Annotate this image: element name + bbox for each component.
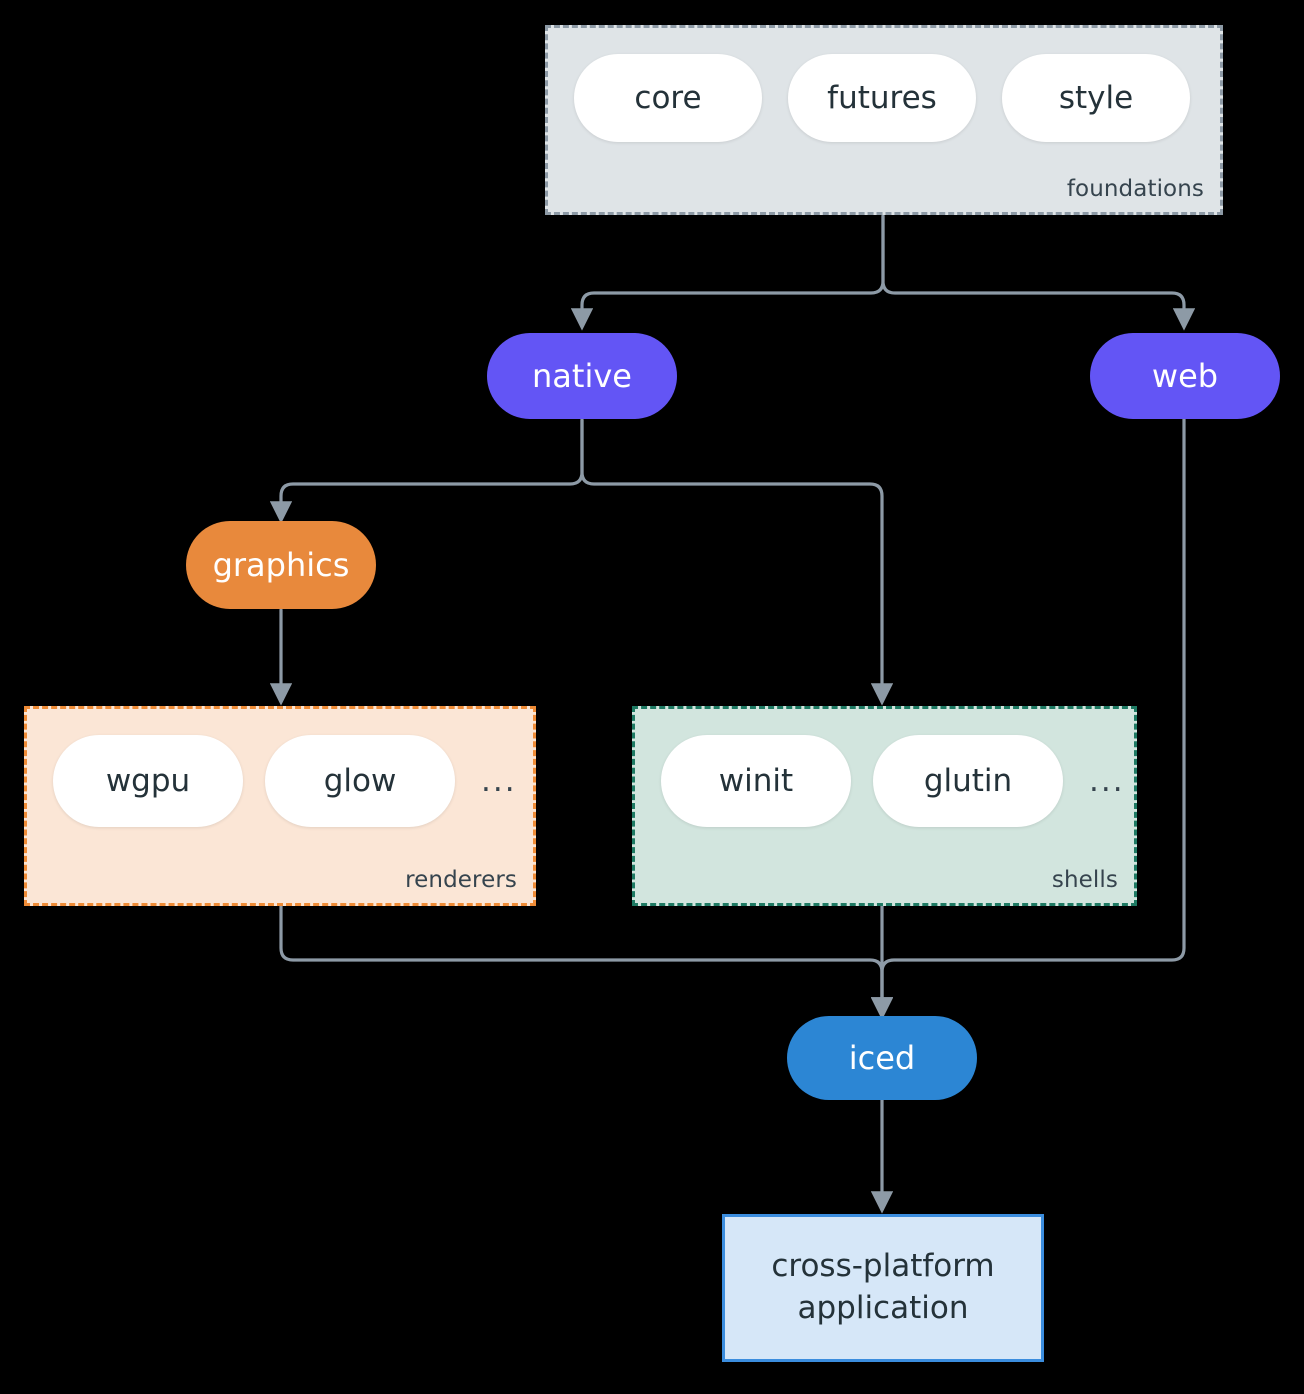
pill-glutin-label: glutin — [923, 763, 1013, 799]
node-native[interactable]: native — [487, 333, 677, 419]
group-foundations-label: foundations — [1066, 176, 1204, 202]
pill-wgpu-label: wgpu — [105, 763, 191, 799]
terminal-cross-platform-application[interactable]: cross-platform application — [722, 1214, 1044, 1362]
group-foundations: core futures style foundations — [545, 25, 1223, 215]
node-graphics-label: graphics — [212, 546, 350, 584]
node-web[interactable]: web — [1090, 333, 1280, 419]
pill-winit-label: winit — [718, 763, 794, 799]
edge-native-graphics — [269, 418, 584, 524]
group-renderers: wgpu glow ... renderers — [24, 706, 536, 906]
node-web-label: web — [1151, 357, 1219, 395]
terminal-line-1: cross-platform — [771, 1248, 995, 1285]
terminal-text: cross-platform application — [771, 1246, 994, 1330]
renderers-ellipsis: ... — [481, 763, 517, 799]
pill-core-label: core — [634, 80, 702, 116]
pill-style[interactable]: style — [1002, 54, 1190, 142]
edge-native-shells — [580, 418, 894, 706]
edge-foundations-web — [881, 214, 1196, 331]
group-renderers-label: renderers — [405, 867, 517, 893]
edge-web-iced — [870, 417, 1186, 1020]
node-iced[interactable]: iced — [787, 1016, 977, 1100]
group-renderers-items: wgpu glow ... — [27, 709, 533, 827]
node-graphics[interactable]: graphics — [186, 521, 376, 609]
pill-glutin[interactable]: glutin — [873, 735, 1063, 827]
pill-futures[interactable]: futures — [788, 54, 976, 142]
group-shells-label: shells — [1051, 867, 1118, 893]
pill-core[interactable]: core — [574, 54, 762, 142]
group-shells-items: winit glutin ... — [635, 709, 1134, 827]
pill-futures-label: futures — [827, 80, 937, 116]
pill-glow-label: glow — [323, 763, 397, 799]
group-foundations-items: core futures style — [548, 28, 1220, 142]
pill-style-label: style — [1058, 80, 1134, 116]
node-native-label: native — [532, 357, 632, 395]
node-iced-label: iced — [848, 1039, 916, 1077]
pill-glow[interactable]: glow — [265, 735, 455, 827]
group-shells: winit glutin ... shells — [632, 706, 1137, 906]
pill-winit[interactable]: winit — [661, 735, 851, 827]
terminal-line-2: application — [797, 1290, 969, 1326]
shells-ellipsis: ... — [1089, 763, 1125, 799]
pill-wgpu[interactable]: wgpu — [53, 735, 243, 827]
edge-foundations-native — [570, 214, 885, 331]
edge-renderers-iced — [279, 904, 894, 1020]
